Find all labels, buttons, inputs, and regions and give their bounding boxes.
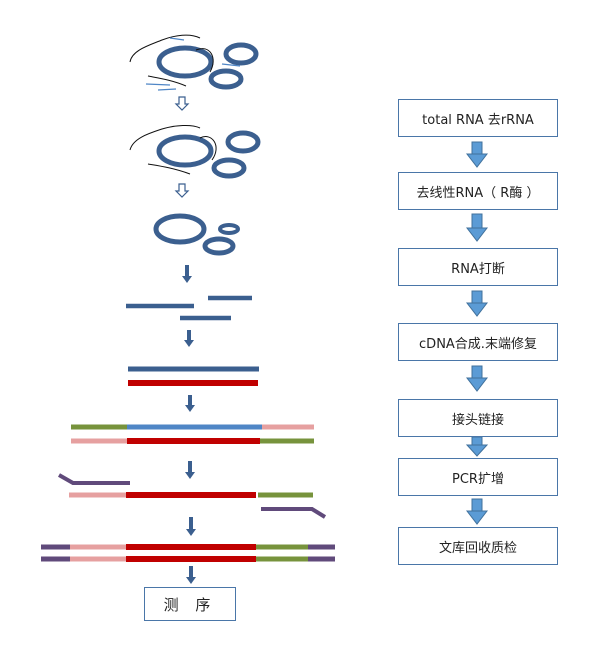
- circular-rna-small: [211, 157, 247, 179]
- flow-arrows: [465, 141, 489, 525]
- stage-pcr-primers: [58, 473, 327, 519]
- flow-arrow-icon: [465, 498, 489, 525]
- flow-arrow-icon: [465, 290, 489, 317]
- flow-step-pcr: PCR扩增: [398, 458, 558, 496]
- stage-fragmented-rna: [126, 295, 252, 321]
- stage-rrna-removed: [129, 125, 261, 179]
- stage-total-rna: [129, 34, 259, 91]
- circular-rna-small: [202, 236, 236, 256]
- primer-left: [58, 473, 130, 485]
- down-arrow-icon: [185, 461, 195, 479]
- linear-rna: [199, 136, 217, 161]
- flow-step-label: total RNA 去rRNA: [422, 112, 534, 128]
- circular-rna-small: [218, 223, 240, 235]
- rrna-fragment: [169, 37, 185, 41]
- linear-rna: [147, 75, 187, 87]
- flow-step-label: 接头链接: [451, 412, 504, 428]
- flow-arrow-icon: [465, 141, 489, 168]
- flow-step-label: 文库回收质检: [438, 540, 517, 556]
- down-arrow-icon: [186, 517, 196, 536]
- flow-arrow-icon: [465, 436, 489, 457]
- rrna-fragment: [157, 88, 177, 91]
- flow-arrow-icon: [465, 365, 489, 392]
- flow-arrow-icon: [465, 213, 489, 242]
- down-arrow-icon: [174, 183, 190, 198]
- flow-step-label: RNA打断: [451, 261, 505, 277]
- stage-circrna: [153, 213, 240, 256]
- stage-cdna: [128, 366, 259, 386]
- linear-rna: [195, 48, 214, 73]
- sequencing-box: 测 序: [144, 587, 236, 621]
- linear-rna: [129, 125, 201, 151]
- circular-rna-small: [223, 42, 259, 66]
- flow-step-library-qc: 文库回收质检: [398, 527, 558, 565]
- rrna-fragment: [145, 83, 171, 86]
- flow-step-label: 去线性RNA（ R酶 ）: [416, 185, 540, 201]
- circular-rna-large: [156, 45, 214, 79]
- rrna-fragment: [221, 63, 241, 67]
- flow-step-adapter-ligation: 接头链接: [398, 399, 558, 437]
- down-arrow-icon: [186, 566, 196, 584]
- flow-step-cdna-synthesis: cDNA合成.末端修复: [398, 323, 558, 361]
- linear-rna: [147, 163, 191, 175]
- primer-right: [261, 507, 327, 519]
- sequencing-label: 测 序: [163, 595, 217, 614]
- flow-step-label: cDNA合成.末端修复: [419, 336, 537, 352]
- flow-step-rna-fragmentation: RNA打断: [398, 248, 558, 286]
- circular-rna-large: [153, 213, 207, 245]
- down-arrow-icon: [182, 265, 192, 283]
- down-arrow-icon: [174, 96, 190, 111]
- stage-amplified-library: [41, 544, 335, 562]
- flow-step-label: PCR扩增: [452, 471, 504, 487]
- circular-rna-large: [156, 134, 214, 168]
- linear-rna: [129, 34, 201, 63]
- circular-rna-small: [208, 68, 244, 90]
- circular-rna-small: [225, 130, 261, 154]
- flow-step-linear-rna-removal: 去线性RNA（ R酶 ）: [398, 172, 558, 210]
- stage-adapter-ligation: [71, 424, 314, 444]
- down-arrow-icon: [184, 330, 194, 347]
- down-arrow-icon: [185, 395, 195, 412]
- flow-step-rrna-removal: total RNA 去rRNA: [398, 99, 558, 137]
